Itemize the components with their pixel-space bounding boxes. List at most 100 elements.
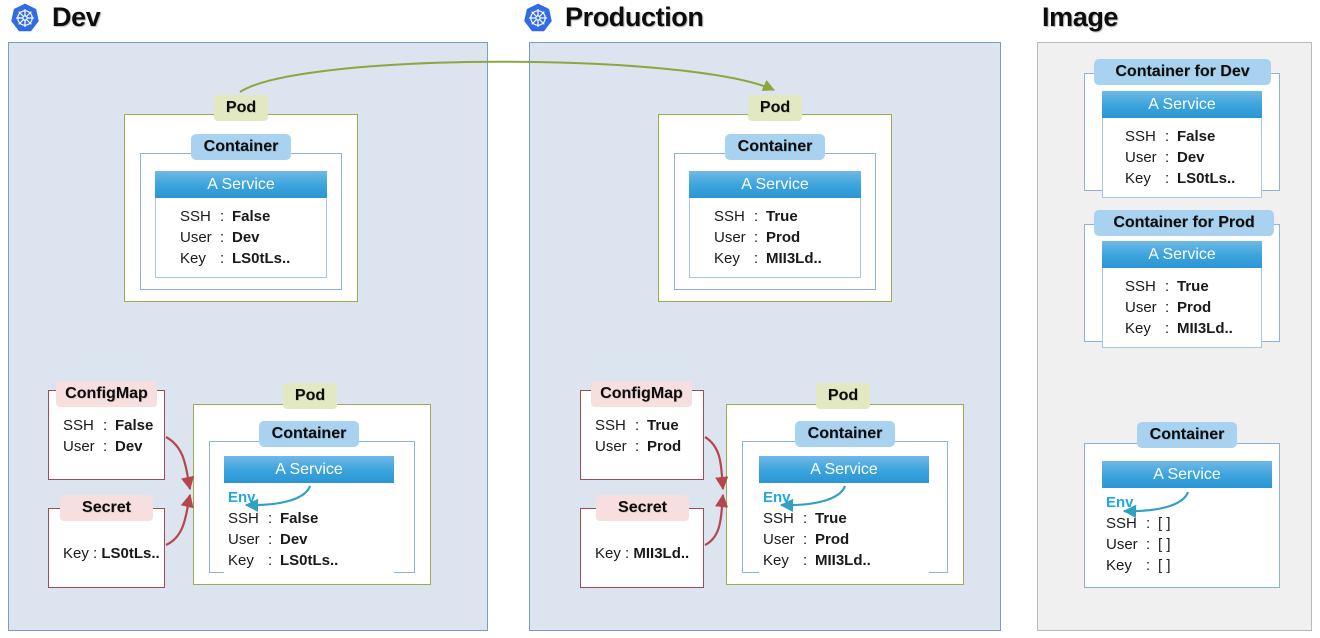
ssh-value: True [766, 208, 798, 225]
key-key-label: Key [228, 552, 254, 569]
key-key-label: Key [63, 545, 89, 562]
user-key-label: User [228, 531, 260, 548]
user-value: Prod [1177, 299, 1212, 316]
prod-top-container-label: Container [725, 134, 825, 160]
prod-bottom-container-label: Container [795, 421, 895, 447]
image-prod-service-card: A Service SSH:True User:Prod Key:MII3Ld.… [1102, 241, 1262, 348]
prod-bottom-service-body: Env SSH:True User: Prod Key: MII3Ld.. [759, 483, 929, 579]
ssh-key-label: SSH [228, 510, 259, 527]
ssh-value: False [115, 417, 154, 434]
prod-bottom-ssh-row: SSH:True [763, 508, 929, 529]
colon-sep: : [754, 208, 759, 225]
colon-sep: : [803, 531, 808, 548]
image-base-service-header: A Service [1102, 461, 1272, 488]
image-base-key-row: Key:[ ] [1106, 555, 1272, 576]
page-title-image: Image [1042, 2, 1119, 32]
key-value: MII3Ld.. [633, 545, 690, 562]
key-key-label: Key [180, 250, 206, 267]
colon-sep: : [1146, 536, 1151, 553]
key-value: LS0tLs.. [101, 545, 160, 562]
user-value: [ ] [1158, 536, 1171, 553]
colon-sep: : [1165, 278, 1170, 295]
key-key-label: Key [1125, 320, 1151, 337]
ssh-value: [ ] [1158, 515, 1171, 532]
prod-bottom-env-label: Env [763, 489, 791, 506]
prod-configmap-body: SSH:True User:Prod [581, 405, 703, 457]
ssh-value: False [232, 208, 271, 225]
user-key-label: User [1125, 149, 1157, 166]
image-base-container-label: Container [1137, 422, 1237, 448]
dev-top-service-card: A Service SSH:False User:Dev Key:LS0tLs.… [155, 171, 327, 278]
colon-sep: : [103, 417, 108, 434]
colon-sep: : [268, 531, 273, 548]
colon-sep: : [103, 438, 108, 455]
ssh-key-label: SSH [1106, 515, 1137, 532]
colon-sep: : [635, 417, 640, 434]
colon-sep: : [220, 229, 225, 246]
colon-sep: : [268, 510, 273, 527]
dev-secret-key-row: Key : LS0tLs.. [63, 543, 164, 564]
colon-sep: : [1165, 299, 1170, 316]
prod-secret-label: Secret [596, 495, 689, 521]
key-value: LS0tLs.. [1177, 170, 1236, 187]
dev-bottom-container-label: Container [259, 421, 359, 447]
colon-sep: : [1165, 170, 1170, 187]
dev-secret-box: Key : LS0tLs.. [48, 508, 165, 588]
prod-bottom-service-header: A Service [759, 456, 929, 483]
image-dev-service-body: SSH: False User: Dev Key: LS0tLs.. [1102, 118, 1262, 198]
user-value: Dev [232, 229, 260, 246]
kubernetes-icon-prod [524, 3, 552, 32]
ssh-key-label: SSH [1125, 278, 1156, 295]
prod-top-service-card: A Service SSH:True User:Prod Key:MII3Ld.… [689, 171, 861, 278]
image-dev-key-row: Key: LS0tLs.. [1125, 168, 1261, 189]
user-value: Prod [647, 438, 682, 455]
key-value: [ ] [1158, 557, 1171, 574]
prod-bottom-service-card: A Service Env SSH:True User: Prod Key: MII… [759, 456, 929, 579]
colon-sep: : [1146, 515, 1151, 532]
colon-sep: : [220, 250, 225, 267]
ssh-value: False [1177, 128, 1216, 145]
key-key-label: Key [595, 545, 621, 562]
user-value: Dev [1177, 149, 1205, 166]
user-key-label: User [714, 229, 746, 246]
image-prod-user-row: User:Prod [1125, 297, 1261, 318]
dev-top-pod-label: Pod [214, 95, 268, 121]
dev-bottom-service-header: A Service [224, 456, 394, 483]
colon-sep: : [93, 545, 98, 562]
page-title-production: Production [565, 2, 704, 32]
dev-secret-body: Key : LS0tLs.. [49, 533, 164, 564]
key-value: MII3Ld.. [1177, 320, 1233, 337]
key-key-label: Key [1125, 170, 1151, 187]
colon-sep: : [1165, 149, 1170, 166]
colon-sep: : [1165, 128, 1170, 145]
image-base-service-body: Env SSH:[ ] User:[ ] Key:[ ] [1102, 488, 1272, 584]
ssh-key-label: SSH [1125, 128, 1156, 145]
image-dev-container-label: Container for Dev [1094, 59, 1271, 85]
image-base-user-row: User:[ ] [1106, 534, 1272, 555]
key-value: MII3Ld.. [815, 552, 871, 569]
kubernetes-icon-dev [11, 3, 39, 32]
dev-bottom-key-row: Key:LS0tLs.. [228, 550, 394, 571]
key-value: MII3Ld.. [766, 250, 822, 267]
user-key-label: User [63, 438, 95, 455]
dev-bottom-service-card: A Service Env SSH:False User:Dev Key:LS0… [224, 456, 394, 579]
user-key-label: User [180, 229, 212, 246]
ssh-key-label: SSH [63, 417, 94, 434]
key-value: LS0tLs.. [232, 250, 291, 267]
user-value: Prod [815, 531, 850, 548]
dev-bottom-ssh-row: SSH:False [228, 508, 394, 529]
key-key-label: Key [714, 250, 740, 267]
image-dev-service-card: A Service SSH:False User:Dev Key:LS0tLs.… [1102, 91, 1262, 198]
user-value: Dev [115, 438, 143, 455]
colon-sep: : [803, 552, 808, 569]
prod-configmap-label: ConfigMap [591, 381, 692, 407]
key-key-label: Key [763, 552, 789, 569]
image-prod-service-body: SSH:True User:Prod Key:MII3Ld.. [1102, 268, 1262, 348]
prod-top-pod-label: Pod [748, 95, 802, 121]
ssh-value: True [647, 417, 679, 434]
dev-configmap-ssh-row: SSH: False [63, 415, 164, 436]
colon-sep: : [268, 552, 273, 569]
dev-top-service-body: SSH:False User:Dev Key:LS0tLs.. [155, 198, 327, 278]
user-key-label: User [763, 531, 795, 548]
prod-secret-body: Key : MII3Ld.. [581, 533, 703, 564]
